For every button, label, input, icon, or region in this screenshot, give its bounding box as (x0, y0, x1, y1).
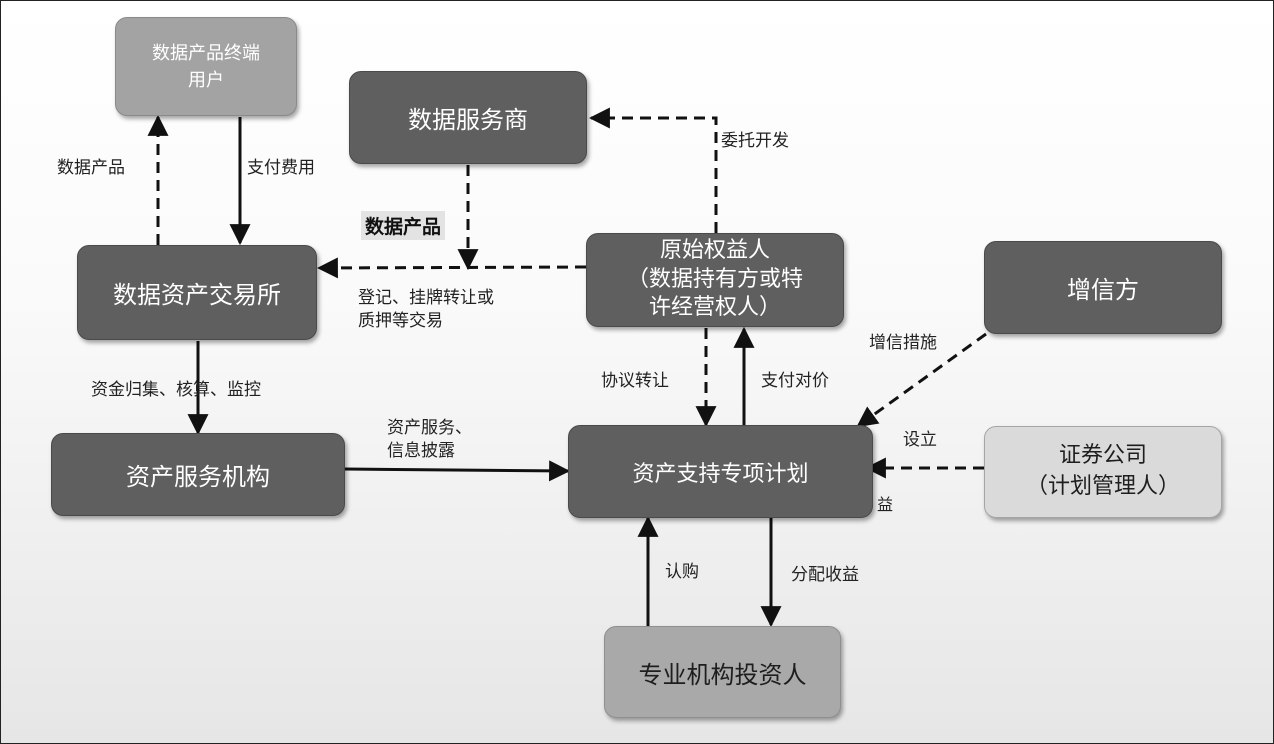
label-entrust-dev: 委托开发 (721, 131, 789, 151)
node-credit-enhancer: 增信方 (984, 241, 1222, 334)
node-investors: 专业机构投资人 (604, 626, 841, 718)
label-data-product-bold: 数据产品 (361, 211, 446, 240)
node-original-owner: 原始权益人 （数据持有方或特 许经营权人） (586, 233, 844, 327)
label-fragment-yi: 益 (877, 495, 894, 514)
node-end-user: 数据产品终端 用户 (115, 17, 297, 116)
node-securities: 证券公司 （计划管理人） (984, 426, 1222, 518)
label-credit-measures: 增信措施 (869, 333, 937, 353)
node-service-provider: 数据服务商 (349, 71, 587, 164)
label-data-product-left: 数据产品 (57, 158, 125, 178)
label-pay-fee: 支付费用 (247, 158, 315, 178)
label-subscribe: 认购 (665, 562, 699, 582)
arrow-owner-to-service-provider (588, 107, 718, 233)
node-abs-plan: 资产支持专项计划 (568, 425, 873, 518)
label-establish: 设立 (903, 430, 937, 450)
label-distribute: 分配收益 (791, 565, 859, 585)
label-agreement-transfer: 协议转让 (601, 371, 669, 391)
label-pay-consideration: 支付对价 (761, 371, 829, 391)
label-collect-audit: 资金归集、核算、监控 (91, 380, 261, 400)
arrow-asset-service-to-plan (344, 460, 571, 482)
label-register-trade: 登记、挂牌转让或 质押等交易 (358, 288, 494, 331)
arrow-credit-to-plan (856, 332, 987, 428)
arrow-owner-to-exchange (316, 257, 587, 279)
node-asset-service: 资产服务机构 (51, 433, 345, 516)
label-asset-disclosure: 资产服务、 信息披露 (387, 418, 472, 461)
node-exchange: 数据资产交易所 (77, 245, 317, 340)
